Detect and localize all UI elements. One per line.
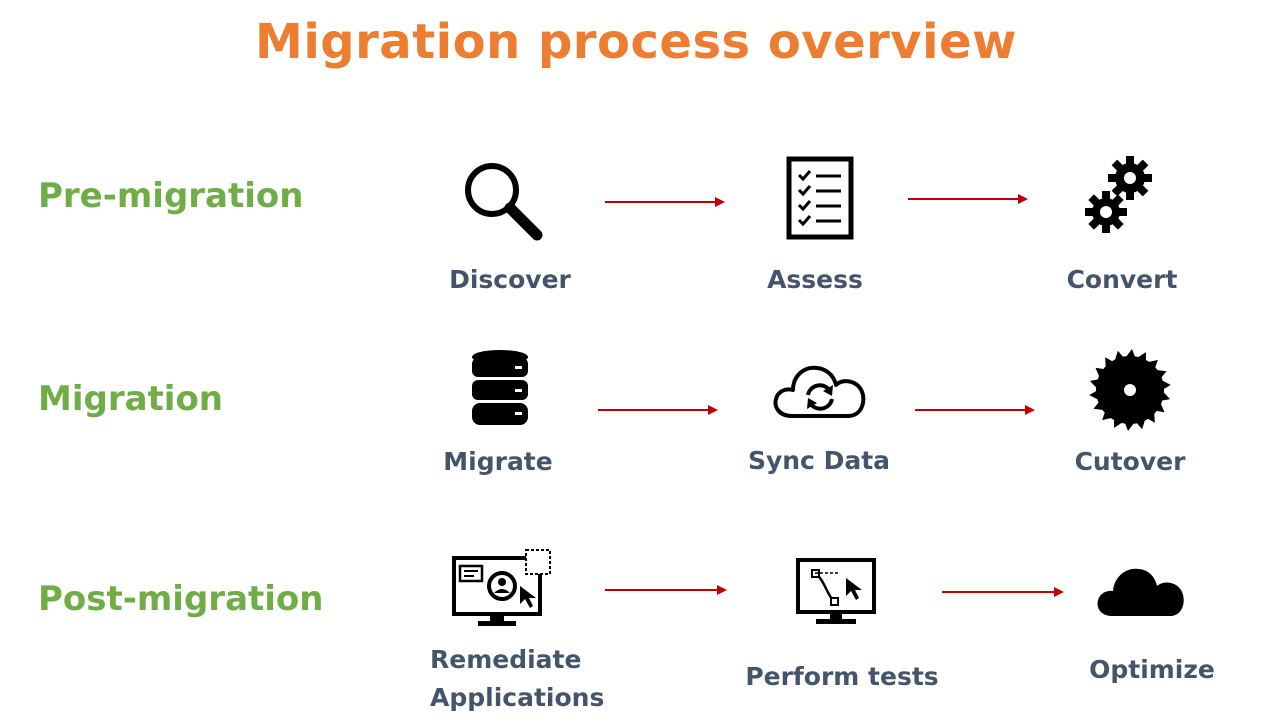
arrow-sync-to-cutover [915,404,1035,416]
step-label-migrate: Migrate [443,447,553,476]
monitor-test-icon [796,558,876,624]
saw-blade-icon [1088,349,1172,431]
step-label-assess: Assess [767,265,863,294]
step-label-perform-tests: Perform tests [745,662,939,691]
phase-label-post-migration: Post-migration [38,579,324,619]
monitor-remediate-icon [452,549,551,626]
step-label-optimize: Optimize [1089,655,1215,684]
arrow-migrate-to-sync [598,404,718,416]
step-label-convert: Convert [1066,265,1178,294]
step-label-sync-data: Sync Data [747,446,891,475]
arrow-remediate-to-tests [605,584,727,596]
checklist-icon [786,156,854,240]
arrow-assess-to-convert [908,193,1028,205]
step-label-remediate-applications: Remediate Applications [430,645,605,712]
gears-icon [1085,156,1152,233]
phase-label-migration: Migration [38,379,224,419]
phase-label-pre-migration: Pre-migration [38,176,304,216]
arrow-discover-to-assess [605,196,725,208]
step-label-discover: Discover [449,265,571,294]
diagram-title: Migration process overview [255,14,1017,70]
database-icon [472,350,528,425]
step-label-cutover: Cutover [1074,447,1186,476]
magnifier-icon [465,163,543,241]
arrow-tests-to-optimize [942,586,1064,598]
cloud-sync-icon [773,365,866,418]
cloud-icon [1097,568,1184,616]
